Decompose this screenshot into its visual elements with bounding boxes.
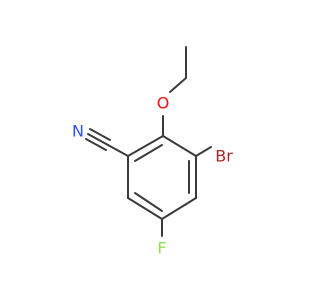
ring-bond-c2-c3 xyxy=(162,135,197,157)
ring-double-bond-c1-c2 xyxy=(134,144,163,162)
ring-bond-c1-c2 xyxy=(127,135,164,157)
nitrile-group: N xyxy=(72,122,129,157)
ether-ch2-bond xyxy=(169,77,187,93)
nitrogen-atom-label: N xyxy=(72,122,84,141)
fluorine-atom-label: F xyxy=(157,239,166,258)
c-br-bond xyxy=(195,146,212,157)
structure-diagram: N O Br F xyxy=(72,46,233,258)
nitrile-single-bond xyxy=(107,144,129,157)
nitrile-triple-bond-b xyxy=(87,133,109,146)
nitrile-triple-bond-c xyxy=(85,138,107,151)
ethoxy-group: O xyxy=(157,46,187,137)
ring-double-bond-c5-c6 xyxy=(134,192,163,212)
benzene-ring xyxy=(127,135,197,220)
bromine-atom-label: Br xyxy=(215,147,233,166)
ring-bond-c4-c5 xyxy=(161,197,197,220)
oxygen-atom-label: O xyxy=(157,94,170,113)
bromine-substituent: Br xyxy=(195,146,233,166)
molecule-canvas: N O Br F xyxy=(72,46,234,258)
nitrile-triple-bond-a xyxy=(89,128,111,141)
fluorine-substituent: F xyxy=(157,218,167,258)
ring-bond-c5-c6 xyxy=(127,197,163,220)
